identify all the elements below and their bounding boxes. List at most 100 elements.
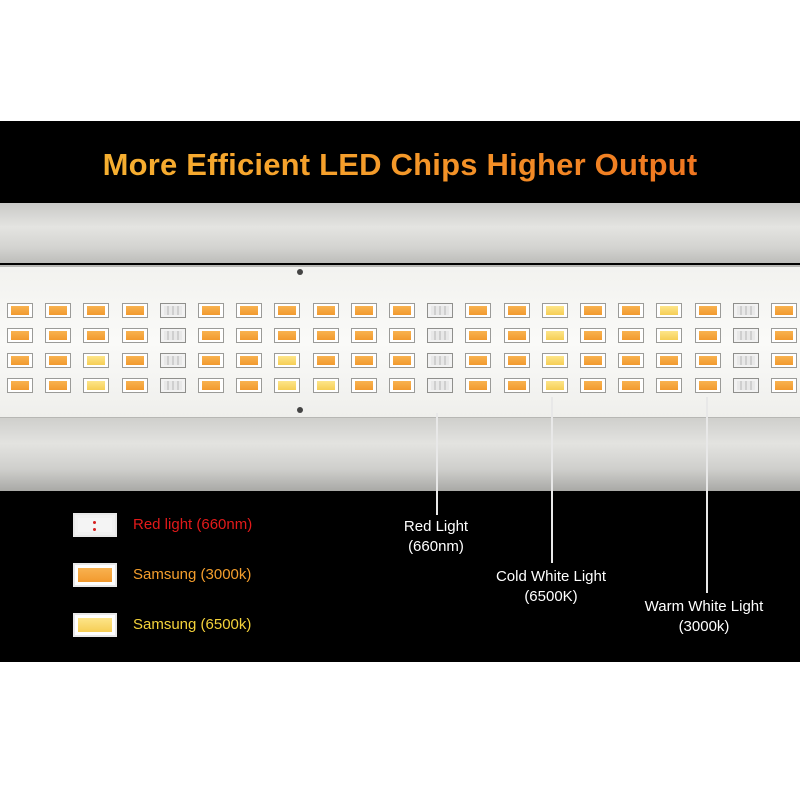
yellow-chip-icon — [73, 613, 117, 637]
orange-led-chip — [389, 328, 415, 343]
orange-led-chip — [45, 303, 72, 318]
callout-cold-white-light: Cold White Light (6500K) — [484, 567, 618, 607]
callout-warm-white-name: Warm White Light — [644, 598, 764, 615]
yellow-led-chip — [656, 303, 683, 318]
orange-led-chip — [83, 303, 110, 318]
orange-led-chip — [580, 378, 606, 393]
orange-led-chip — [771, 378, 797, 393]
yellow-led-chip — [83, 378, 110, 393]
yellow-led-chip — [541, 328, 568, 343]
orange-led-chip — [580, 328, 606, 343]
legend-label-red: Red light (660nm) — [133, 516, 253, 533]
orange-led-chip — [312, 353, 339, 368]
orange-led-chip — [618, 378, 645, 393]
orange-led-chip — [350, 378, 377, 393]
orange-led-chip — [503, 378, 530, 393]
orange-chip-icon — [73, 563, 117, 587]
orange-led-chip — [7, 303, 33, 318]
yellow-led-chip — [83, 353, 110, 368]
orange-led-chip — [389, 353, 415, 368]
orange-led-chip — [121, 328, 148, 343]
yellow-led-chip — [541, 378, 568, 393]
orange-led-chip — [580, 303, 606, 318]
legend-label-yellow: Samsung (6500k) — [133, 616, 252, 633]
callout-warm-white-temp: (3000k) — [678, 618, 730, 635]
callout-cold-white-name: Cold White Light — [495, 568, 607, 585]
legend-label-orange: Samsung (3000k) — [133, 566, 252, 583]
orange-led-chip — [580, 353, 606, 368]
screw-icon — [297, 407, 303, 413]
orange-led-chip — [503, 353, 530, 368]
orange-led-chip — [618, 303, 645, 318]
product-banner: More Efficient LED Chips Higher Output R… — [0, 121, 800, 662]
orange-led-chip — [45, 378, 72, 393]
red-led-chip — [159, 378, 186, 393]
orange-led-chip — [389, 303, 415, 318]
orange-led-chip — [312, 303, 339, 318]
yellow-led-chip — [656, 328, 683, 343]
red-led-chip — [732, 378, 759, 393]
yellow-led-chip — [541, 303, 568, 318]
screw-icon — [297, 269, 303, 275]
orange-led-chip — [198, 303, 224, 318]
callout-red-light: Red Light (660nm) — [386, 517, 486, 557]
orange-led-chip — [45, 328, 72, 343]
orange-led-chip — [465, 353, 492, 368]
orange-led-chip — [83, 328, 110, 343]
callout-warm-white-light: Warm White Light (3000k) — [628, 597, 780, 637]
fixture-top-rail — [0, 203, 800, 263]
orange-led-chip — [694, 378, 721, 393]
red-led-chip — [427, 328, 454, 343]
orange-led-chip — [465, 328, 492, 343]
yellow-led-chip — [274, 353, 301, 368]
orange-led-chip — [465, 378, 492, 393]
orange-led-chip — [618, 353, 645, 368]
orange-led-chip — [618, 328, 645, 343]
orange-led-chip — [350, 353, 377, 368]
orange-led-chip — [236, 303, 263, 318]
orange-led-chip — [771, 328, 797, 343]
red-led-chip — [732, 303, 759, 318]
red-led-chip — [732, 328, 759, 343]
orange-led-chip — [656, 378, 683, 393]
orange-led-chip — [312, 328, 339, 343]
orange-led-chip — [274, 303, 301, 318]
orange-led-chip — [694, 328, 721, 343]
yellow-led-chip — [312, 378, 339, 393]
yellow-led-chip — [541, 353, 568, 368]
orange-led-chip — [694, 303, 721, 318]
red-led-chip — [427, 303, 454, 318]
orange-led-chip — [7, 378, 33, 393]
callout-red-light-name: Red Light — [403, 518, 469, 535]
orange-led-chip — [771, 303, 797, 318]
callout-line-red — [436, 413, 438, 515]
orange-led-chip — [503, 328, 530, 343]
red-led-chip — [427, 353, 454, 368]
red-led-chip — [732, 353, 759, 368]
orange-led-chip — [45, 353, 72, 368]
orange-led-chip — [771, 353, 797, 368]
fixture-bottom-rail — [0, 418, 800, 491]
orange-led-chip — [121, 303, 148, 318]
orange-led-chip — [694, 353, 721, 368]
orange-led-chip — [503, 303, 530, 318]
orange-led-chip — [7, 353, 33, 368]
orange-led-chip — [236, 328, 263, 343]
red-led-chip — [159, 353, 186, 368]
red-led-chip — [159, 303, 186, 318]
yellow-led-chip — [274, 378, 301, 393]
orange-led-chip — [350, 303, 377, 318]
orange-led-chip — [198, 353, 224, 368]
callout-line-warm-white — [706, 397, 708, 593]
orange-led-chip — [350, 328, 377, 343]
orange-led-chip — [121, 378, 148, 393]
red-chip-icon — [73, 513, 117, 537]
red-led-chip — [427, 378, 454, 393]
orange-led-chip — [198, 378, 224, 393]
callout-red-light-wavelength: (660nm) — [408, 538, 464, 555]
led-board — [0, 265, 800, 419]
orange-led-chip — [236, 378, 263, 393]
orange-led-chip — [656, 353, 683, 368]
banner-title: More Efficient LED Chips Higher Output — [0, 147, 800, 183]
orange-led-chip — [389, 378, 415, 393]
